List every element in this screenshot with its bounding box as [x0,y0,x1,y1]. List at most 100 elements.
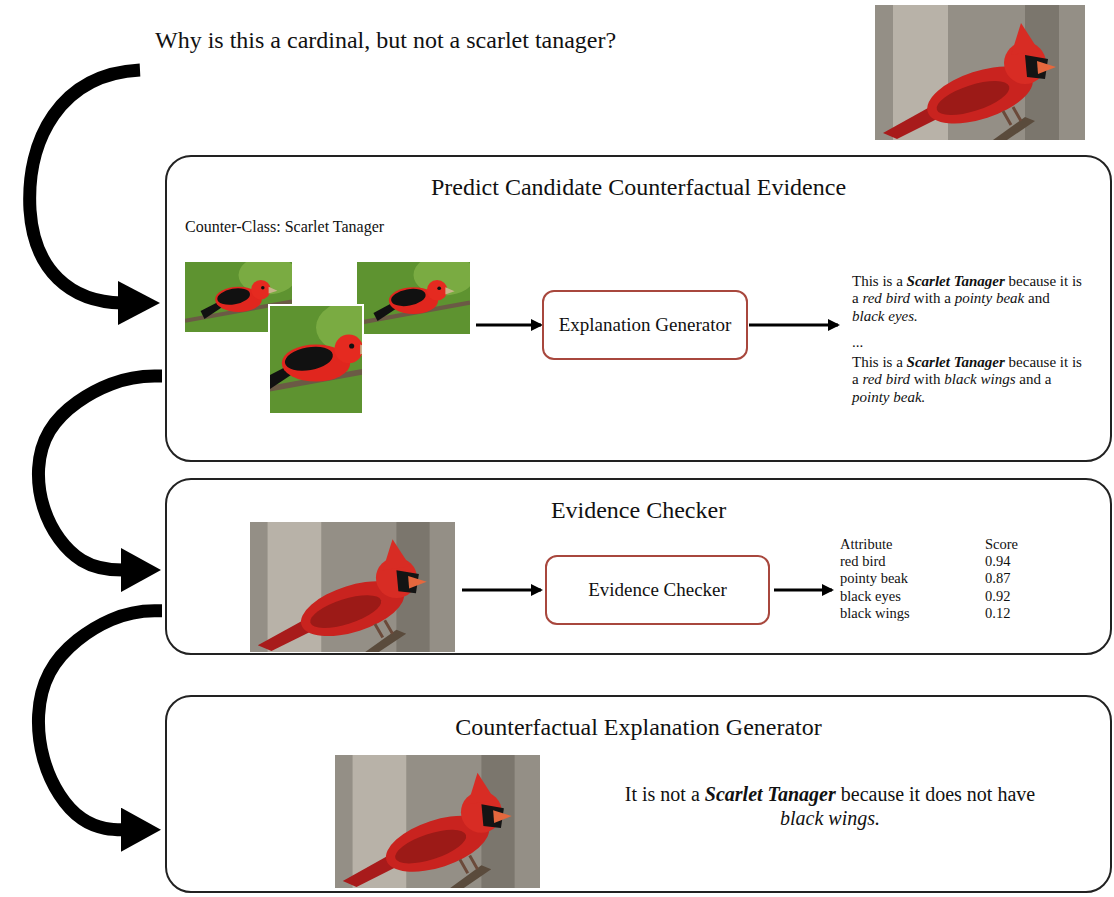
word: is [1072,354,1082,370]
word: because [1009,273,1060,289]
label-text: 0.92 [985,588,1010,605]
word: beak [996,290,1028,306]
word: and [1028,290,1050,306]
word: a [896,354,906,370]
label-text: Score [985,536,1018,553]
label-block: black wings [840,605,910,622]
label-text: 0.94 [985,553,1010,570]
arrow-head [118,281,160,325]
label-block: black eyes [840,588,901,605]
label-block: 0.94 [985,553,1010,570]
cardinal-photo [875,5,1085,140]
word: black [780,807,828,829]
word: Tanager [954,354,1009,370]
label-text: Counter-Class: Scarlet Tanager [185,217,384,236]
word: a [852,290,862,306]
word: a [896,273,906,289]
word: It [625,783,642,805]
flow-arrow [38,376,162,570]
label-block: 0.12 [985,605,1010,622]
label-block: 0.92 [985,588,1010,605]
data-arrow [774,589,832,592]
box-label: Explanation Generator [551,314,740,337]
word: Tanager [768,783,841,805]
word: black [852,308,888,324]
word: Scarlet [907,273,954,289]
word: is [642,783,660,805]
panel-heading: Evidence Checker [167,480,1110,525]
word: and [1019,371,1044,387]
cardinal-photo [250,522,455,652]
label-text: pointy beak [840,570,908,587]
label-text: 0.12 [985,605,1010,622]
word: it [1060,273,1072,289]
flow-arrow [38,611,162,830]
word: beak. [893,389,925,405]
word: is [1072,273,1082,289]
word: it [909,783,925,805]
word: Tanager [954,273,1009,289]
word: bird [886,290,914,306]
word: This [852,273,882,289]
word: bird [886,371,914,387]
word: Scarlet [907,354,954,370]
word: red [862,371,885,387]
label-block: red bird [840,553,886,570]
word: with [914,371,944,387]
panel-heading: Counterfactual Explanation Generator [167,697,1110,742]
word: a [691,783,705,805]
stage-panel: Evidence CheckerEvidence Checker [165,478,1112,655]
word: not [967,783,998,805]
label-block: It is not a Scarlet Tanager because it d… [610,782,1050,830]
tanager-photo [238,299,402,413]
label-block: This is a Scarlet Tanager because it is … [852,273,1082,325]
word: because [1009,354,1060,370]
label-text: Attribute [840,536,892,553]
word: pointy [955,290,996,306]
data-arrow [749,324,838,327]
label-text: 0.87 [985,570,1010,587]
label-text: ... [852,334,863,351]
flow-arrow [30,70,140,303]
box-label: Evidence Checker [580,579,735,602]
word: black [944,371,980,387]
word: pointy [852,389,893,405]
label-text: red bird [840,553,886,570]
explanation-text: It is not a Scarlet Tanager because it d… [610,782,1050,830]
title-block: Why is this a cardinal, but not a scarle… [155,26,616,55]
label-text: black wings [840,605,910,622]
word: wings. [828,807,880,829]
word: wings [980,371,1019,387]
word: not [660,783,691,805]
title-text: Why is this a cardinal, but not a scarle… [155,26,616,55]
word: a [944,290,954,306]
label-block: pointy beak [840,570,908,587]
explanation-text: This is a Scarlet Tanager because it is … [852,354,1082,406]
word: is [882,273,896,289]
label-block: Score [985,536,1018,553]
word: This [852,354,882,370]
word: with [914,290,944,306]
label-block: Attribute [840,536,892,553]
label-block: This is a Scarlet Tanager because it is … [852,354,1082,406]
word: eyes. [888,308,918,324]
explanation-text: This is a Scarlet Tanager because it is … [852,273,1082,325]
word: a [852,371,862,387]
word: have [997,783,1035,805]
tanager-photo [357,254,475,336]
word: is [882,354,896,370]
word: it [1060,354,1072,370]
word: red [862,290,885,306]
label-block: 0.87 [985,570,1010,587]
process-box: Evidence Checker [545,555,770,625]
data-arrow [476,324,541,327]
word: because [841,783,909,805]
data-arrow [462,589,541,592]
label-block: Counter-Class: Scarlet Tanager [185,217,384,236]
cardinal-photo [335,755,540,888]
label-text: black eyes [840,588,901,605]
label-block: ... [852,334,863,351]
